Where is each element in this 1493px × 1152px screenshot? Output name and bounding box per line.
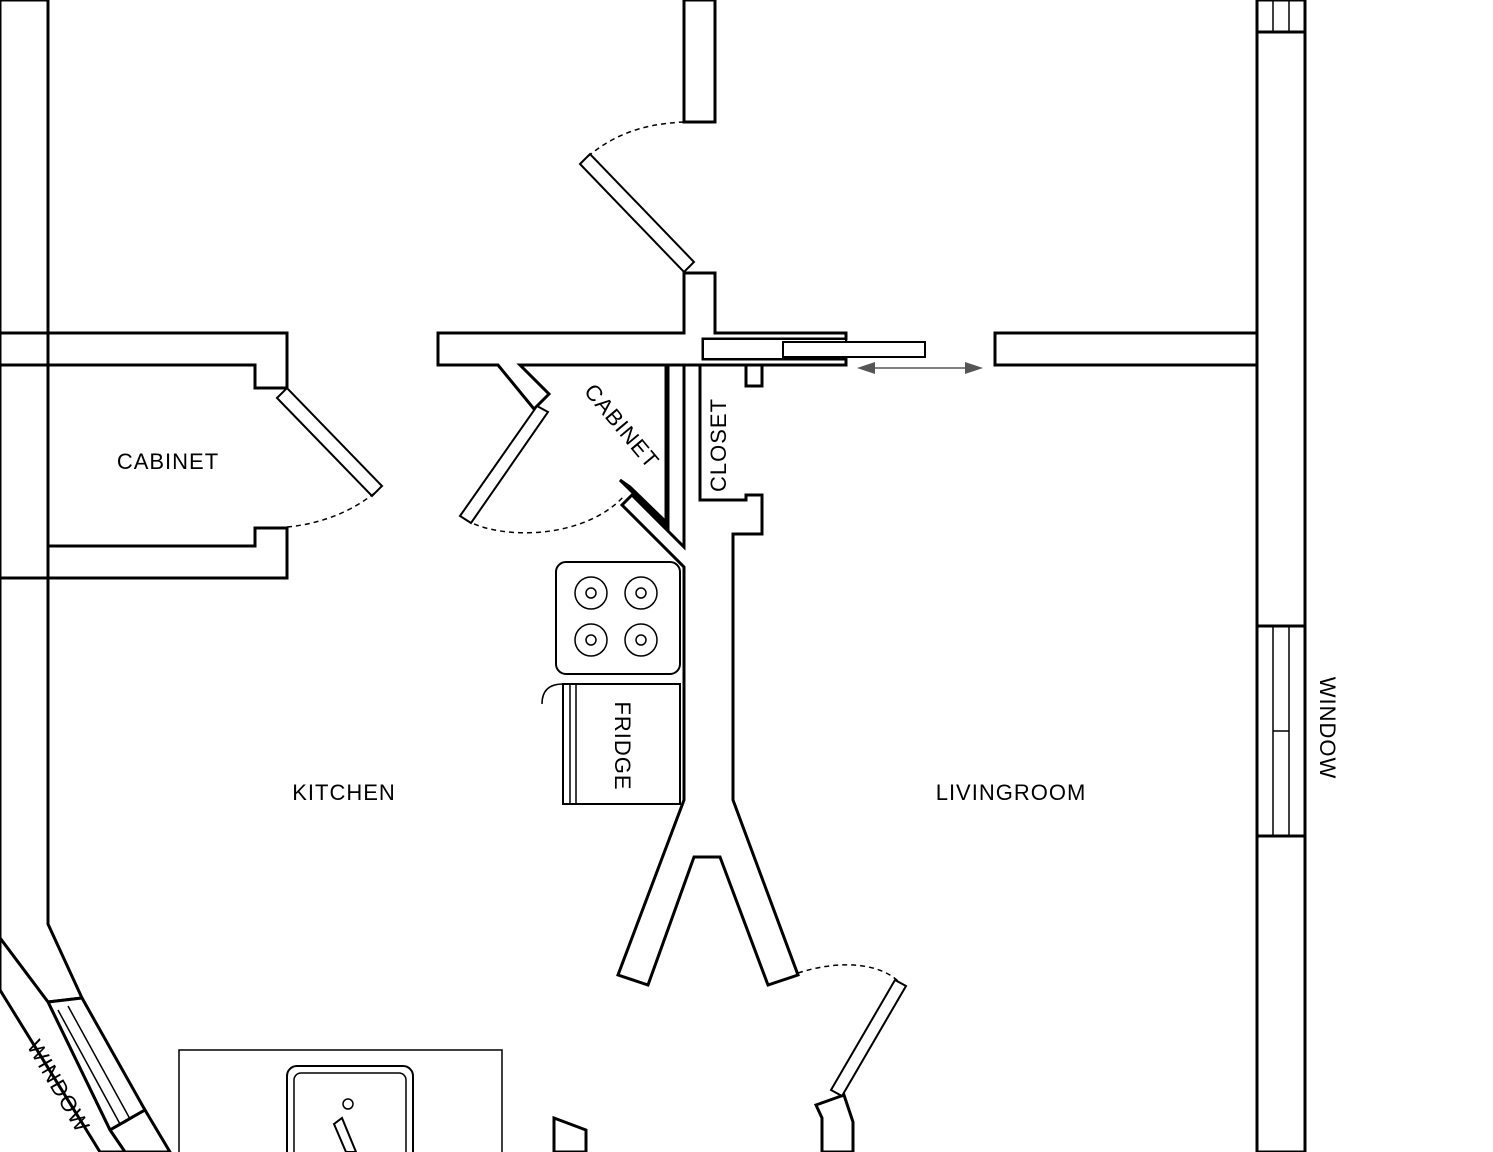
window-right-label: WINDOW	[1315, 677, 1340, 780]
bottom-left-window	[0, 935, 172, 1152]
lower-right-door	[797, 964, 908, 1098]
livingroom-label: LIVINGROOM	[936, 780, 1087, 805]
cabinet-left-label: CABINET	[117, 449, 219, 474]
closet-walls	[616, 363, 800, 987]
left-exterior-wall	[0, 0, 85, 1004]
fridge	[541, 683, 681, 805]
lower-left-fragment	[552, 1115, 588, 1152]
sink-counter	[178, 1049, 503, 1152]
lower-right-wall	[813, 1093, 855, 1152]
mid-cabinet-door	[458, 404, 626, 534]
cabinet-mid-label: CABINET	[579, 379, 664, 473]
right-exterior-wall	[1255, 0, 1307, 1152]
sliding-door	[702, 338, 926, 360]
stove	[555, 561, 681, 675]
kitchen-label: KITCHEN	[292, 780, 396, 805]
fridge-label: FRIDGE	[610, 701, 635, 790]
closet-label: CLOSET	[706, 398, 731, 492]
left-cabinet-door	[275, 386, 384, 528]
upper-divider-wall	[682, 0, 717, 124]
upper-door	[578, 121, 696, 274]
left-cabinet-walls	[46, 526, 289, 580]
upper-horizontal-walls	[46, 271, 1259, 531]
